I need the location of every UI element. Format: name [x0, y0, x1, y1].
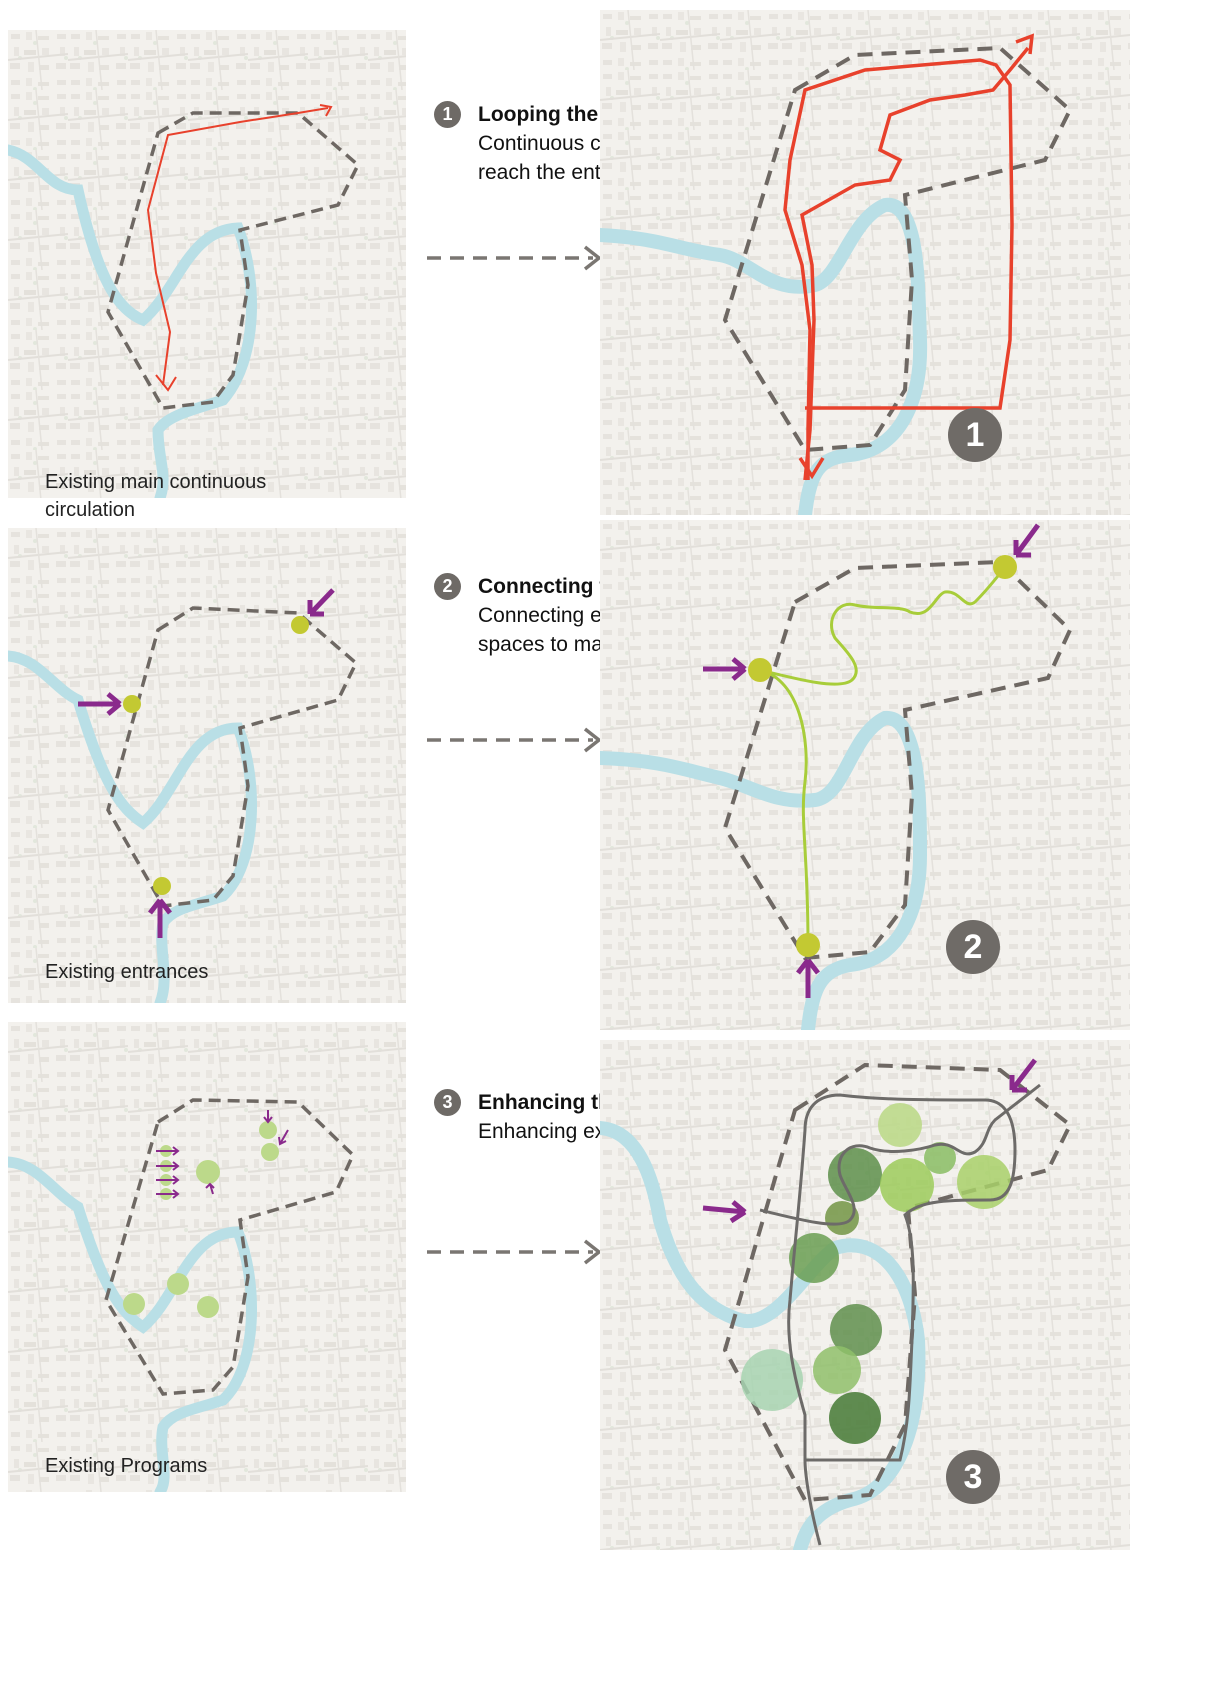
- left-caption-2: Existing entrances: [45, 958, 208, 986]
- flow-arrow-1: [425, 244, 615, 272]
- program-circle: [878, 1103, 922, 1147]
- big-step-badge-3: 3: [946, 1450, 1000, 1504]
- program-circle: [197, 1296, 219, 1318]
- program-circle: [741, 1349, 803, 1411]
- flow-arrow-3: [425, 1238, 615, 1266]
- left-map-panel-3: [8, 1022, 406, 1492]
- entrance-node: [123, 695, 141, 713]
- program-circle: [813, 1346, 861, 1394]
- program-circle: [829, 1392, 881, 1444]
- map-background: [8, 528, 406, 1003]
- map-background: [600, 1040, 1130, 1550]
- right-map-panel-2: [600, 520, 1130, 1030]
- left-caption-3: Existing Programs: [45, 1452, 207, 1480]
- entrance-node: [153, 877, 171, 895]
- map-background: [600, 10, 1130, 515]
- big-step-badge-2: 2: [946, 920, 1000, 974]
- entrance-node: [291, 616, 309, 634]
- step-number-badge: 2: [434, 573, 461, 600]
- flow-arrow-2: [425, 726, 615, 754]
- program-circle: [261, 1143, 279, 1161]
- left-map-panel-2: [8, 528, 406, 1003]
- left-map-panel-1: [8, 30, 406, 498]
- step-number-badge: 3: [434, 1089, 461, 1116]
- program-circle: [259, 1121, 277, 1139]
- map-background: [8, 30, 406, 498]
- right-map-panel-1: [600, 10, 1130, 515]
- map-background: [8, 1022, 406, 1492]
- program-circle: [167, 1273, 189, 1295]
- step-number-badge: 1: [434, 101, 461, 128]
- program-circle: [828, 1148, 882, 1202]
- right-map-panel-3: [600, 1040, 1130, 1550]
- big-step-badge-1: 1: [948, 408, 1002, 462]
- left-caption-1: Existing main continuous circulation: [45, 468, 345, 524]
- program-circle: [123, 1293, 145, 1315]
- entrance-node: [796, 933, 820, 957]
- entrance-node: [748, 658, 772, 682]
- program-circle: [196, 1160, 220, 1184]
- entrance-node: [993, 555, 1017, 579]
